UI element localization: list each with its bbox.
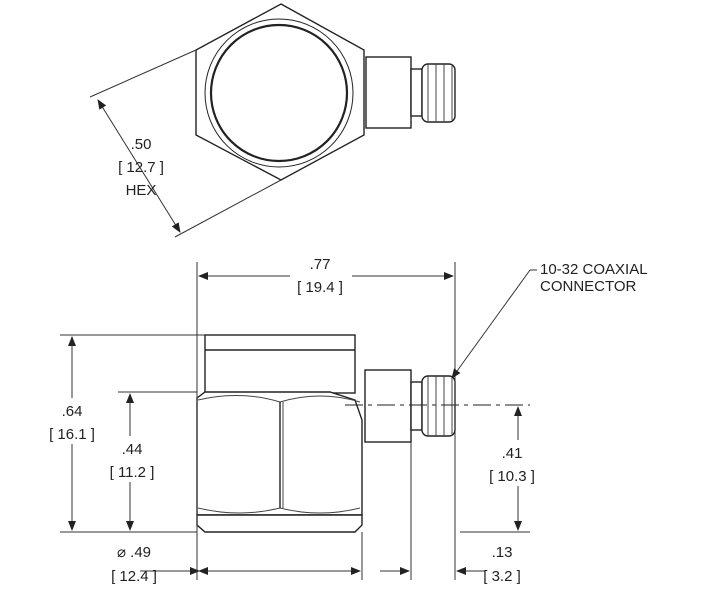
hex-dimension-line <box>97 99 181 233</box>
base-band <box>196 514 363 533</box>
height-dim-inch: .64 <box>62 403 83 420</box>
connector-length-dim-inch: .13 <box>492 544 513 561</box>
callout-line2: CONNECTOR <box>540 278 637 295</box>
hex-dim-label: HEX <box>126 182 157 199</box>
callout-line1: 10-32 COAXIAL <box>540 261 648 278</box>
connector-height-dim-inch: .41 <box>502 445 523 462</box>
connector-neck-side <box>410 381 423 431</box>
hex-height-dim-inch: .44 <box>122 441 143 458</box>
cap <box>204 334 356 394</box>
callout-leader <box>451 269 531 379</box>
side-view: .77 [ 19.4 ] .64 [ 16.1 ] .44 [ 11.2 ] .… <box>44 252 648 585</box>
thread-icon <box>421 63 456 123</box>
length-dim-mm: [ 19.4 ] <box>297 279 343 296</box>
connector-body <box>365 56 412 129</box>
thread-side-icon <box>421 375 456 437</box>
height-dim-mm: [ 16.1 ] <box>49 426 95 443</box>
diameter-dim-mm: [ 12.4 ] <box>111 568 157 585</box>
connector-neck <box>410 68 423 117</box>
connector-length-dim-mm: [ 3.2 ] <box>483 568 521 585</box>
diameter-dim-inch: ⌀ .49 <box>117 544 151 561</box>
connector-body-side <box>364 369 412 443</box>
hex-dim-inch: .50 <box>131 136 152 153</box>
hex-dim-mm: [ 12.7 ] <box>118 159 164 176</box>
top-cap-inner-circle <box>209 23 349 163</box>
connector-height-dim-mm: [ 10.3 ] <box>489 468 535 485</box>
top-view: .50 [ 12.7 ] HEX <box>89 3 456 238</box>
length-dim-inch: .77 <box>310 256 331 273</box>
hex-height-dim-mm: [ 11.2 ] <box>110 464 155 481</box>
